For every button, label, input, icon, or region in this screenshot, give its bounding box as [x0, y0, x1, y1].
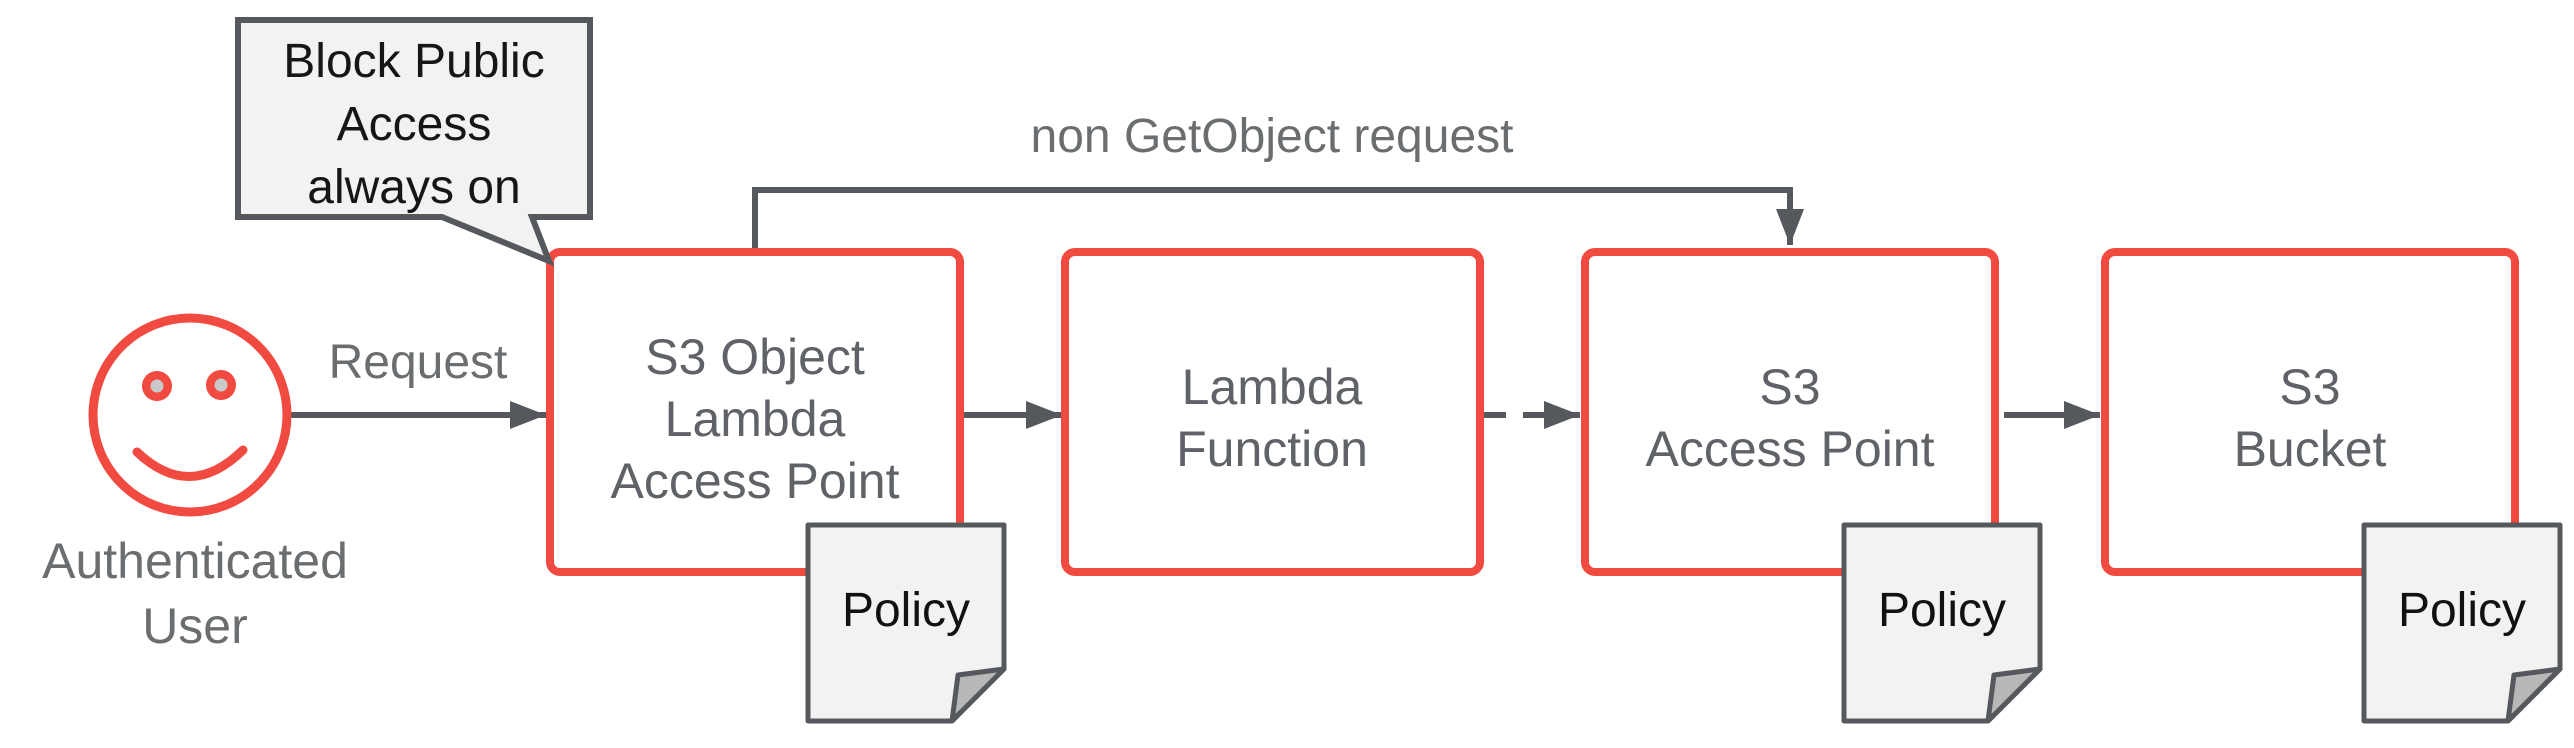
- node-label-line: Bucket: [2234, 421, 2387, 477]
- callout-line-2: Access: [337, 98, 492, 151]
- actor-label-line-2: User: [142, 598, 248, 654]
- node-label-line: Lambda: [665, 391, 846, 447]
- node-s3-object-lambda-access-point: [546, 248, 964, 576]
- right-eye-pupil-icon: [214, 378, 228, 392]
- folded-corner-icon: [1985, 666, 2043, 724]
- node-s3-bucket: [2101, 248, 2519, 576]
- folded-corner-icon: [949, 666, 1007, 724]
- node-label-line: Function: [1176, 421, 1368, 477]
- callout-bubble: Block Public Access always on: [235, 17, 593, 267]
- node-label-line: S3: [2279, 359, 2340, 415]
- policy-doc-access-point: Policy: [1841, 522, 2043, 724]
- policy-doc-bucket: Policy: [2361, 522, 2563, 724]
- callout-line-3: always on: [307, 161, 520, 214]
- policy-label: Policy: [842, 584, 970, 637]
- face-outline-icon: [88, 313, 292, 517]
- authenticated-user-icon: [88, 313, 292, 517]
- policy-label: Policy: [1878, 584, 2006, 637]
- node-label-line: Access Point: [1645, 421, 1934, 477]
- actor-label-line-1: Authenticated: [42, 533, 348, 589]
- smile-icon: [132, 445, 248, 481]
- policy-doc-object-lambda: Policy: [805, 522, 1007, 724]
- node-s3-access-point: [1581, 248, 1999, 576]
- skip-arrow-label: non GetObject request: [1031, 110, 1514, 163]
- node-lambda-function: [1061, 248, 1484, 576]
- skip-arrow: [752, 187, 1804, 250]
- node-label-line: S3: [1759, 359, 1820, 415]
- node-label-line: Lambda: [1182, 359, 1363, 415]
- left-eye-pupil-icon: [150, 379, 164, 393]
- speech-bubble-icon: [235, 17, 593, 267]
- callout-line-1: Block Public: [283, 35, 544, 88]
- node-label-line: Access Point: [610, 453, 899, 509]
- policy-label: Policy: [2398, 584, 2526, 637]
- request-label: Request: [329, 336, 508, 389]
- folded-corner-icon: [2505, 666, 2563, 724]
- node-label-line: S3 Object: [645, 329, 865, 385]
